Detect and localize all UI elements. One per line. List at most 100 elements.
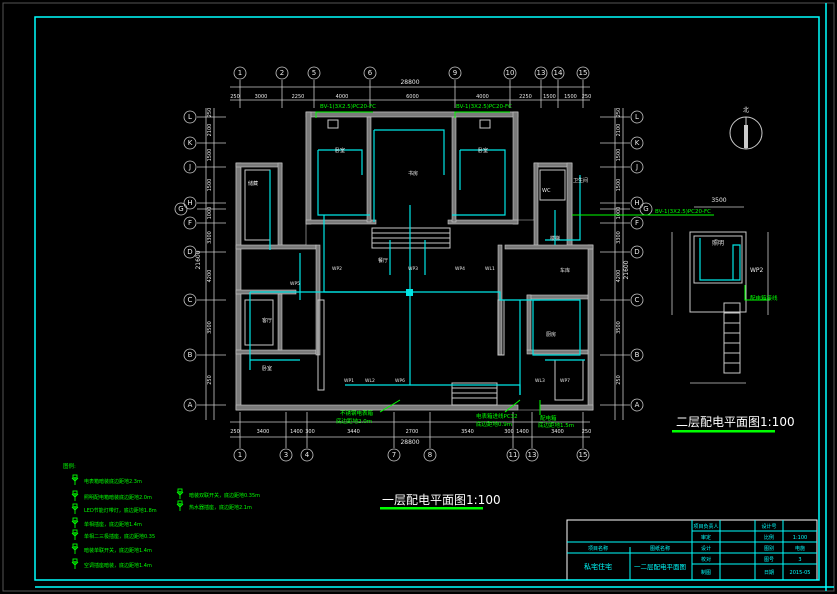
junction-box (406, 289, 413, 296)
circuit-label: WP6 (395, 378, 405, 384)
circuit-label: WP3 (408, 266, 418, 272)
legend-item: 暗装单联开关，底边距地1.4m (71, 543, 152, 554)
axis-bubble (183, 293, 197, 307)
dimension-bottom: 300 (305, 429, 315, 435)
dimension-bottom: 3400 (257, 429, 270, 435)
axis-label-bottom: 11 (509, 451, 518, 459)
axis-bubble (423, 448, 437, 462)
dimension-left: 250 (207, 108, 213, 118)
cable-spec-east: BV-1(3X2.5)PC20-FC (655, 209, 711, 215)
axis-bubble (630, 293, 644, 307)
room-label: 楼梯 (550, 235, 560, 242)
dimension-top: 2250 (519, 94, 532, 100)
dimension-left: 1500 (207, 179, 213, 192)
legend-item-text: 暗装双联开关，底边距地0.35m (189, 492, 260, 499)
axis-bubble (525, 448, 539, 462)
legend-item-text: 照明配电箱暗装底边距地2.0m (84, 494, 152, 501)
dimension-left: 1000 (207, 207, 213, 220)
meter-box-1-label: 不锈钢电表箱 (340, 409, 374, 417)
circuit-label: WP1 (344, 378, 354, 384)
axis-label-left: F (188, 219, 192, 227)
legend-item: LED节能灯带灯，底边距地1.8m (71, 503, 157, 514)
dimension-left: 250 (207, 375, 213, 385)
room-label: 储藏 (248, 180, 258, 187)
wiring-runs (249, 129, 585, 395)
axis-bubble (233, 448, 247, 462)
main-plan-title: 一层配电平面图1:100 (382, 493, 501, 507)
dimension-right: 250 (616, 375, 622, 385)
tb-drawing-name-label: 图纸名称 (650, 545, 670, 552)
axis-bubble (630, 398, 644, 412)
tb-approved: 审定 (701, 534, 711, 541)
axis-label-right: B (635, 351, 640, 359)
dimension-left: 3500 (207, 321, 213, 334)
side-plan-box-label: 配电箱接线 (750, 294, 778, 302)
legend-item-text: 单相二三极插座，底边距地0.35 (84, 533, 155, 540)
dimension-right: 3300 (616, 231, 622, 244)
ac-socket-icon (71, 558, 79, 569)
axis-label-right: H (634, 199, 639, 207)
axis-bubble (387, 448, 401, 462)
axis-label-left: D (187, 248, 192, 256)
circuit-label: WL1 (485, 266, 495, 272)
main-title-underline (380, 507, 483, 510)
meter-box-1-height: 底边距地2.0m (336, 417, 372, 425)
axis-bubble (576, 66, 590, 80)
dimension-top: 4000 (336, 94, 349, 100)
axis-label-bottom: 7 (392, 451, 396, 459)
water-heater-socket-icon (176, 500, 184, 511)
axis-label-right: A (635, 401, 640, 409)
axis-bubble (183, 110, 197, 124)
axis-label-bottom: 1 (238, 451, 242, 459)
legend-item: 热水器插座，底边距地2.1m (176, 500, 252, 511)
axis-bubble (307, 66, 321, 80)
north-arrow (729, 116, 763, 150)
dimension-right: 1500 (616, 179, 622, 192)
tb-project-lead: 项目负责人 (693, 523, 718, 530)
axis-bubble (630, 196, 644, 210)
legend-item: 单相插座，底边距地1.4m (71, 517, 142, 528)
axis-bubble (279, 448, 293, 462)
axis-label-top: 2 (280, 69, 284, 77)
axis-label-right: K (635, 139, 640, 147)
room-label: 卧室 (335, 147, 345, 154)
axis-bubble (630, 245, 644, 259)
axis-bubble (183, 136, 197, 150)
single-socket-icon (71, 517, 79, 528)
room-label: 卧室 (262, 365, 272, 372)
tb-drawing-type: 电施 (795, 545, 805, 552)
axis-bubble (363, 66, 377, 80)
tb-design: 设计 (701, 545, 711, 552)
axis-bubble (275, 66, 289, 80)
circuit-label: WL3 (535, 378, 545, 384)
room-label: 卧室 (478, 147, 488, 154)
legend-item-text: 单相插座，底边距地1.4m (84, 521, 142, 528)
legend-item-text: 暗装单联开关，底边距地1.4m (84, 547, 152, 554)
axis-bubble (503, 66, 517, 80)
circuit-label: WP2 (332, 266, 342, 272)
axis-bubble (630, 348, 644, 362)
dimension-bottom: 3440 (347, 429, 360, 435)
tb-date-label: 日期 (764, 570, 774, 576)
axis-label-top: 14 (554, 69, 563, 77)
dimension-left: 4200 (207, 270, 213, 283)
axis-bubble (183, 196, 197, 210)
axis-label-left: A (188, 401, 193, 409)
top-total-dimension: 28800 (400, 79, 419, 86)
tb-scale: 1:100 (793, 535, 807, 541)
axis-label-top: 5 (312, 69, 316, 77)
tb-project-name-label: 项目名称 (588, 545, 608, 552)
north-label: 北 (743, 106, 749, 114)
left-total-dimension: 21600 (195, 250, 202, 269)
building-walls (235, 111, 594, 411)
axis-label-bottom: 13 (528, 451, 537, 459)
axis-bubble (630, 136, 644, 150)
dimension-bottom: 3400 (551, 429, 564, 435)
circuit-label: WP4 (455, 266, 465, 272)
axis-label-left: L (188, 113, 192, 121)
legend-item: 暗装双联开关，底边距地0.35m (176, 488, 260, 499)
axis-label-right: G (643, 205, 648, 213)
tb-sheet-no: 3 (798, 557, 801, 563)
